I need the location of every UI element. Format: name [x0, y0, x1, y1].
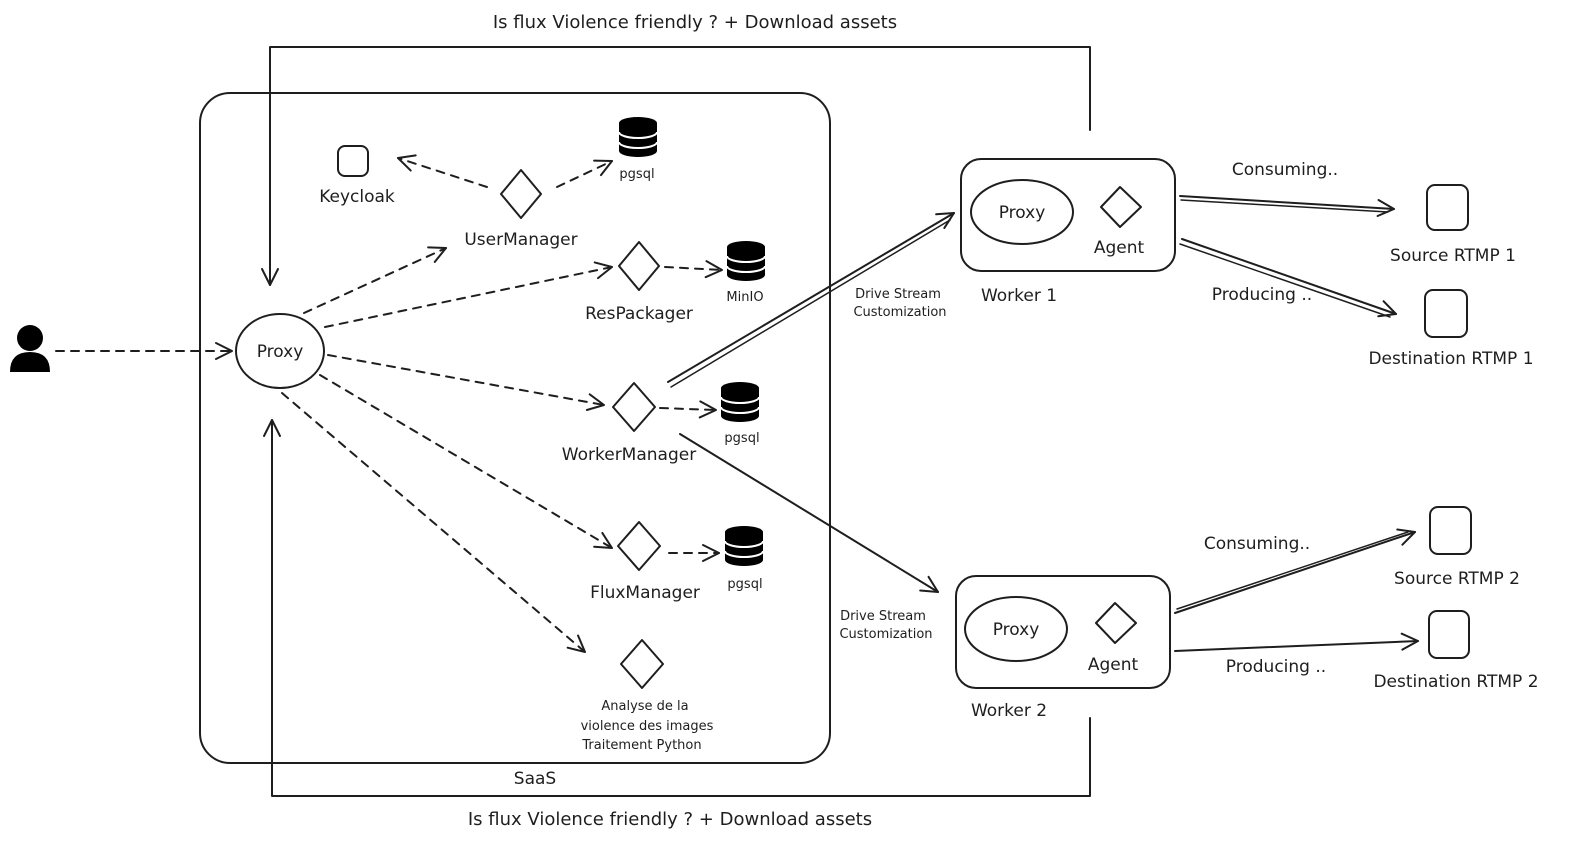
usermanager-to-db-arrow: [556, 159, 613, 188]
worker1-agent-node[interactable]: [1100, 186, 1142, 228]
proxy-to-usermanager-arrow: [303, 246, 447, 314]
source-rtmp-1-node[interactable]: [1426, 184, 1469, 231]
worker1-consuming-label: Consuming..: [1232, 160, 1338, 180]
worker1-proxy-node[interactable]: [970, 179, 1074, 245]
destination-rtmp-2-node[interactable]: [1428, 610, 1470, 659]
analysis-node[interactable]: [620, 639, 664, 689]
database-icon: [724, 526, 764, 566]
worker2-label: Worker 2: [971, 701, 1047, 721]
worker2-producing-arrow: [1174, 632, 1419, 652]
worker2-consuming-arrow: [1174, 528, 1416, 614]
worker1-agent-label: Agent: [1094, 238, 1145, 258]
database-icon: [726, 241, 766, 281]
saas-proxy-label: Proxy: [257, 342, 304, 362]
saas-container: [199, 92, 831, 764]
user-manager-label: UserManager: [464, 230, 577, 250]
flux-manager-node[interactable]: [617, 521, 661, 571]
db-user-label: pgsql: [619, 167, 654, 182]
analysis-label-line2: violence des images: [581, 719, 714, 734]
worker1-proxy-label: Proxy: [999, 203, 1046, 223]
worker2-container[interactable]: [955, 575, 1171, 689]
db-res-label: MinIO: [726, 290, 763, 305]
keycloak-node[interactable]: [337, 145, 369, 177]
worker-manager-node[interactable]: [612, 382, 656, 432]
db-flux-label: pgsql: [727, 577, 762, 592]
flux-manager-label: FluxManager: [590, 583, 700, 603]
worker1-label: Worker 1: [981, 286, 1057, 306]
worker1-producing-label: Producing ..: [1212, 285, 1312, 305]
worker2-consuming-label: Consuming..: [1204, 534, 1310, 554]
keycloak-label: Keycloak: [319, 187, 395, 207]
workermanager-to-worker2-arrow: [679, 433, 939, 593]
respackager-to-db-arrow: [664, 260, 723, 279]
drive-stream-1-line1: Drive Stream: [855, 287, 941, 302]
source-rtmp-2-label: Source RTMP 2: [1394, 569, 1520, 589]
worker1-producing-arrow: [1181, 238, 1397, 318]
database-icon: [720, 382, 760, 422]
proxy-to-respackager-arrow: [324, 261, 613, 328]
res-packager-label: ResPackager: [585, 304, 693, 324]
worker2-agent-node[interactable]: [1095, 602, 1137, 644]
workermanager-to-db-arrow: [659, 400, 717, 419]
proxy-to-workermanager-arrow: [327, 354, 605, 412]
worker1-consuming-arrow: [1179, 195, 1395, 218]
bottom-feedback-connector: [263, 419, 1091, 797]
destination-rtmp-1-node[interactable]: [1424, 289, 1468, 338]
proxy-to-fluxmanager-arrow: [319, 374, 613, 549]
worker1-container[interactable]: [960, 158, 1176, 272]
worker1-consuming-arrow-double: [1180, 199, 1389, 213]
res-packager-node[interactable]: [618, 241, 660, 291]
worker2-agent-label: Agent: [1088, 655, 1139, 675]
worker2-proxy-node[interactable]: [964, 596, 1068, 662]
analysis-label-line3: Traitement Python: [581, 738, 701, 753]
saas-proxy-node[interactable]: [235, 313, 325, 389]
bottom-connector-label: Is flux Violence friendly ? + Download a…: [468, 809, 872, 830]
top-feedback-connector: [261, 46, 1091, 286]
workermanager-to-worker1-arrow: [667, 212, 955, 383]
user-icon: [10, 325, 50, 372]
worker-manager-label: WorkerManager: [562, 445, 696, 465]
analysis-label-line1: Analyse de la: [601, 699, 688, 714]
source-rtmp-1-label: Source RTMP 1: [1390, 246, 1516, 266]
top-connector-label: Is flux Violence friendly ? + Download a…: [493, 12, 897, 33]
drive-stream-1-line2: Customization: [853, 305, 946, 320]
destination-rtmp-1-label: Destination RTMP 1: [1368, 349, 1533, 369]
proxy-to-analysis-arrow: [281, 392, 586, 653]
worker1-producing-arrow-double: [1179, 243, 1391, 318]
drive-stream-2-line2: Customization: [839, 627, 932, 642]
worker2-proxy-label: Proxy: [993, 620, 1040, 640]
drive-stream-2-line1: Drive Stream: [840, 609, 926, 624]
database-icon: [618, 117, 658, 157]
source-rtmp-2-node[interactable]: [1429, 506, 1472, 555]
workermanager-to-worker1-arrow-double: [670, 219, 951, 388]
saas-label: SaaS: [514, 769, 556, 789]
worker2-consuming-arrow-double: [1176, 531, 1409, 610]
db-worker-label: pgsql: [724, 431, 759, 446]
usermanager-to-keycloak-arrow: [397, 154, 488, 188]
worker2-producing-label: Producing ..: [1226, 657, 1326, 677]
user-manager-node[interactable]: [500, 169, 542, 219]
destination-rtmp-2-label: Destination RTMP 2: [1373, 672, 1538, 692]
